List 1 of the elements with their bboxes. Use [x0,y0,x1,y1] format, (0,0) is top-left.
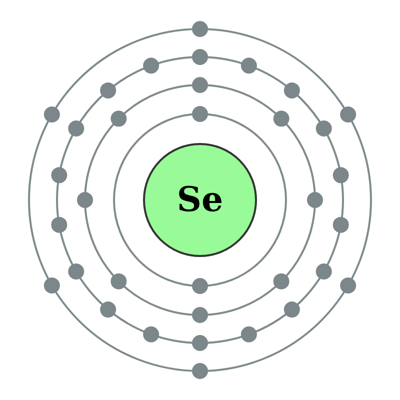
nucleus-circle: Se [143,143,257,257]
